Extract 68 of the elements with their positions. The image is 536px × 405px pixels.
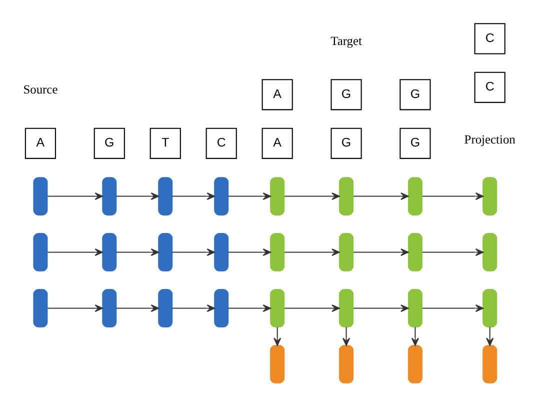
node-bar [482, 288, 498, 327]
node-bar [102, 288, 117, 327]
node-bar [482, 344, 498, 383]
node-bar [339, 344, 354, 383]
arrow [284, 304, 340, 312]
arrow [116, 248, 159, 256]
node-bar [33, 176, 48, 215]
node-bar [33, 288, 48, 327]
node-bar [158, 232, 173, 271]
label: Projection [464, 132, 516, 146]
arrow [48, 248, 103, 256]
arrow [353, 248, 409, 256]
node-bar [214, 176, 229, 215]
node-box: C [474, 22, 506, 54]
node-box: G [400, 78, 431, 110]
arrow [228, 248, 271, 256]
node-box: A [262, 78, 293, 110]
node-bar [270, 288, 285, 327]
arrow [228, 304, 271, 312]
arrow [48, 304, 103, 312]
arrow [284, 192, 340, 200]
node-box: G [400, 127, 431, 158]
node-box: G [330, 78, 362, 110]
node-bar [408, 288, 422, 327]
arrow [422, 304, 484, 312]
node-bar [408, 176, 422, 215]
arrow [48, 192, 103, 200]
node-bar [482, 176, 498, 215]
node-bar [339, 232, 354, 271]
node-box: T [150, 127, 181, 158]
node-bar [339, 176, 354, 215]
arrow [284, 248, 340, 256]
node-bar [102, 232, 117, 271]
node-bar [214, 288, 229, 327]
arrow [172, 248, 215, 256]
arrow [353, 304, 409, 312]
arrow [116, 304, 159, 312]
node-bar [33, 232, 48, 271]
node-box: A [262, 127, 293, 158]
node-bar [158, 176, 173, 215]
label: Source [23, 82, 58, 96]
arrow [422, 192, 484, 200]
node-box: G [94, 127, 125, 158]
arrow [486, 326, 494, 346]
arrow [422, 248, 484, 256]
label: Target [330, 34, 362, 48]
node-bar [270, 232, 285, 271]
node-box: C [474, 71, 506, 102]
node-box: C [206, 127, 237, 158]
arrow [411, 326, 419, 346]
arrow [172, 304, 215, 312]
node-bar [270, 176, 285, 215]
node-box: G [330, 127, 362, 158]
node-bar [270, 344, 285, 383]
node-box: A [24, 127, 56, 158]
arrow [274, 326, 282, 346]
node-bar [408, 344, 422, 383]
node-bar [339, 288, 354, 327]
arrow [172, 192, 215, 200]
node-bar [158, 288, 173, 327]
node-bar [214, 232, 229, 271]
node-bar [482, 232, 498, 271]
arrow [228, 192, 271, 200]
arrow [116, 192, 159, 200]
node-bar [408, 232, 422, 271]
arrow [342, 326, 350, 346]
arrow [353, 192, 409, 200]
node-bar [102, 176, 117, 215]
